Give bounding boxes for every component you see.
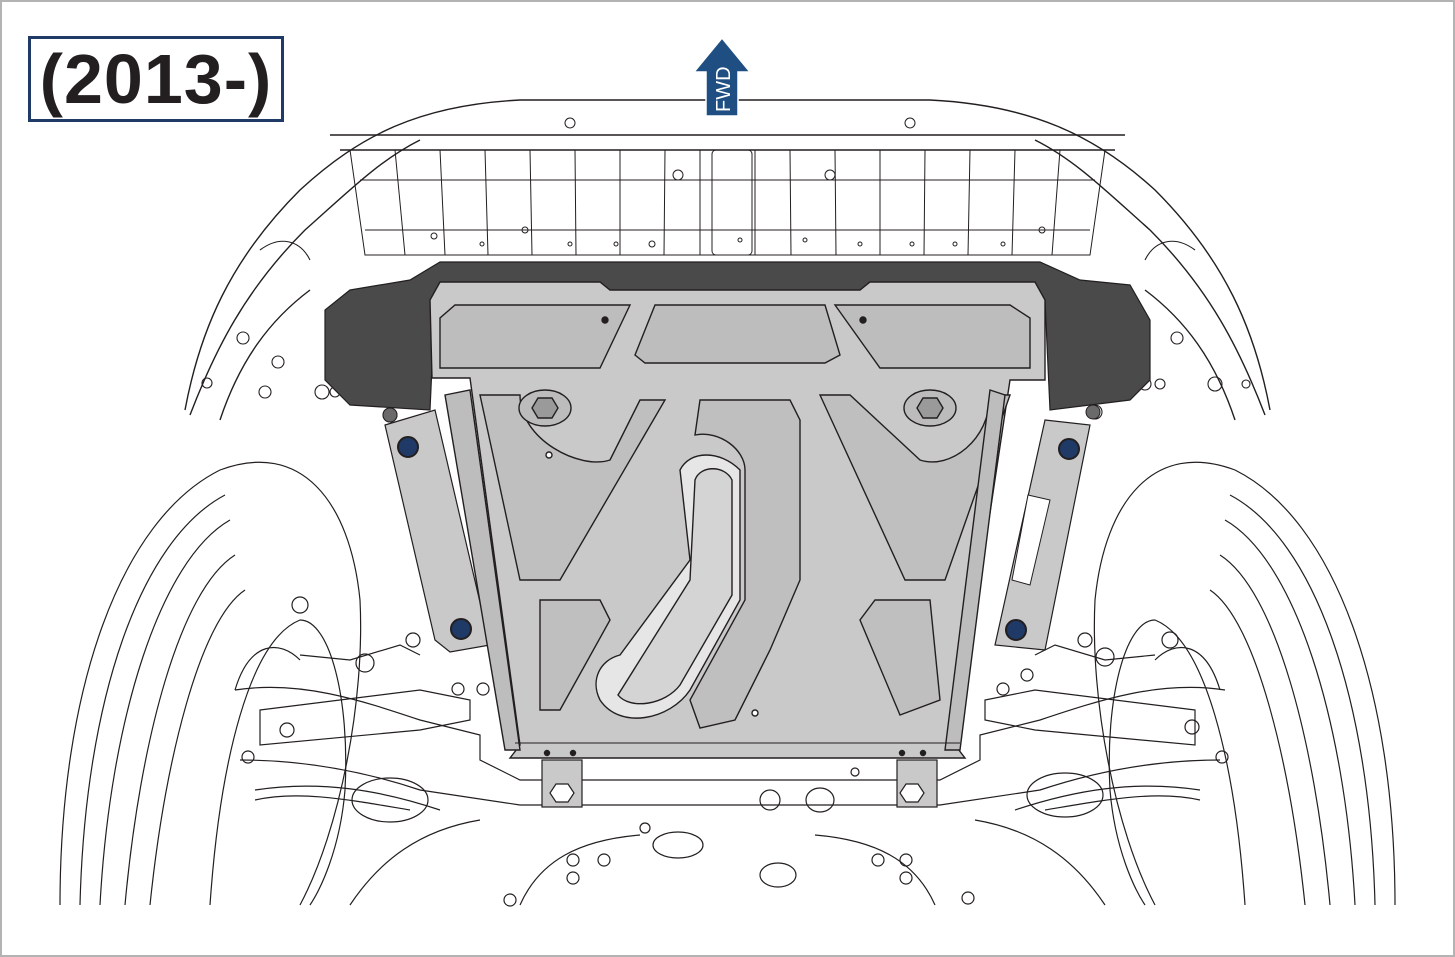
suspension-arms bbox=[254, 596, 1201, 811]
left-mounting-bracket bbox=[384, 409, 491, 653]
skid-plate bbox=[429, 281, 1046, 759]
forward-direction-arrow: FWD bbox=[692, 36, 752, 117]
left-front-wheel bbox=[59, 461, 362, 906]
subframe bbox=[234, 668, 1229, 907]
fwd-label: FWD bbox=[713, 66, 735, 112]
model-year-label: (2013-) bbox=[39, 40, 273, 118]
right-mounting-bracket bbox=[994, 419, 1091, 651]
radiator-support-slats bbox=[349, 117, 1106, 256]
model-year-badge: (2013-) bbox=[28, 36, 284, 122]
rear-mounting-tabs bbox=[541, 759, 938, 808]
right-front-wheel bbox=[1093, 461, 1396, 906]
